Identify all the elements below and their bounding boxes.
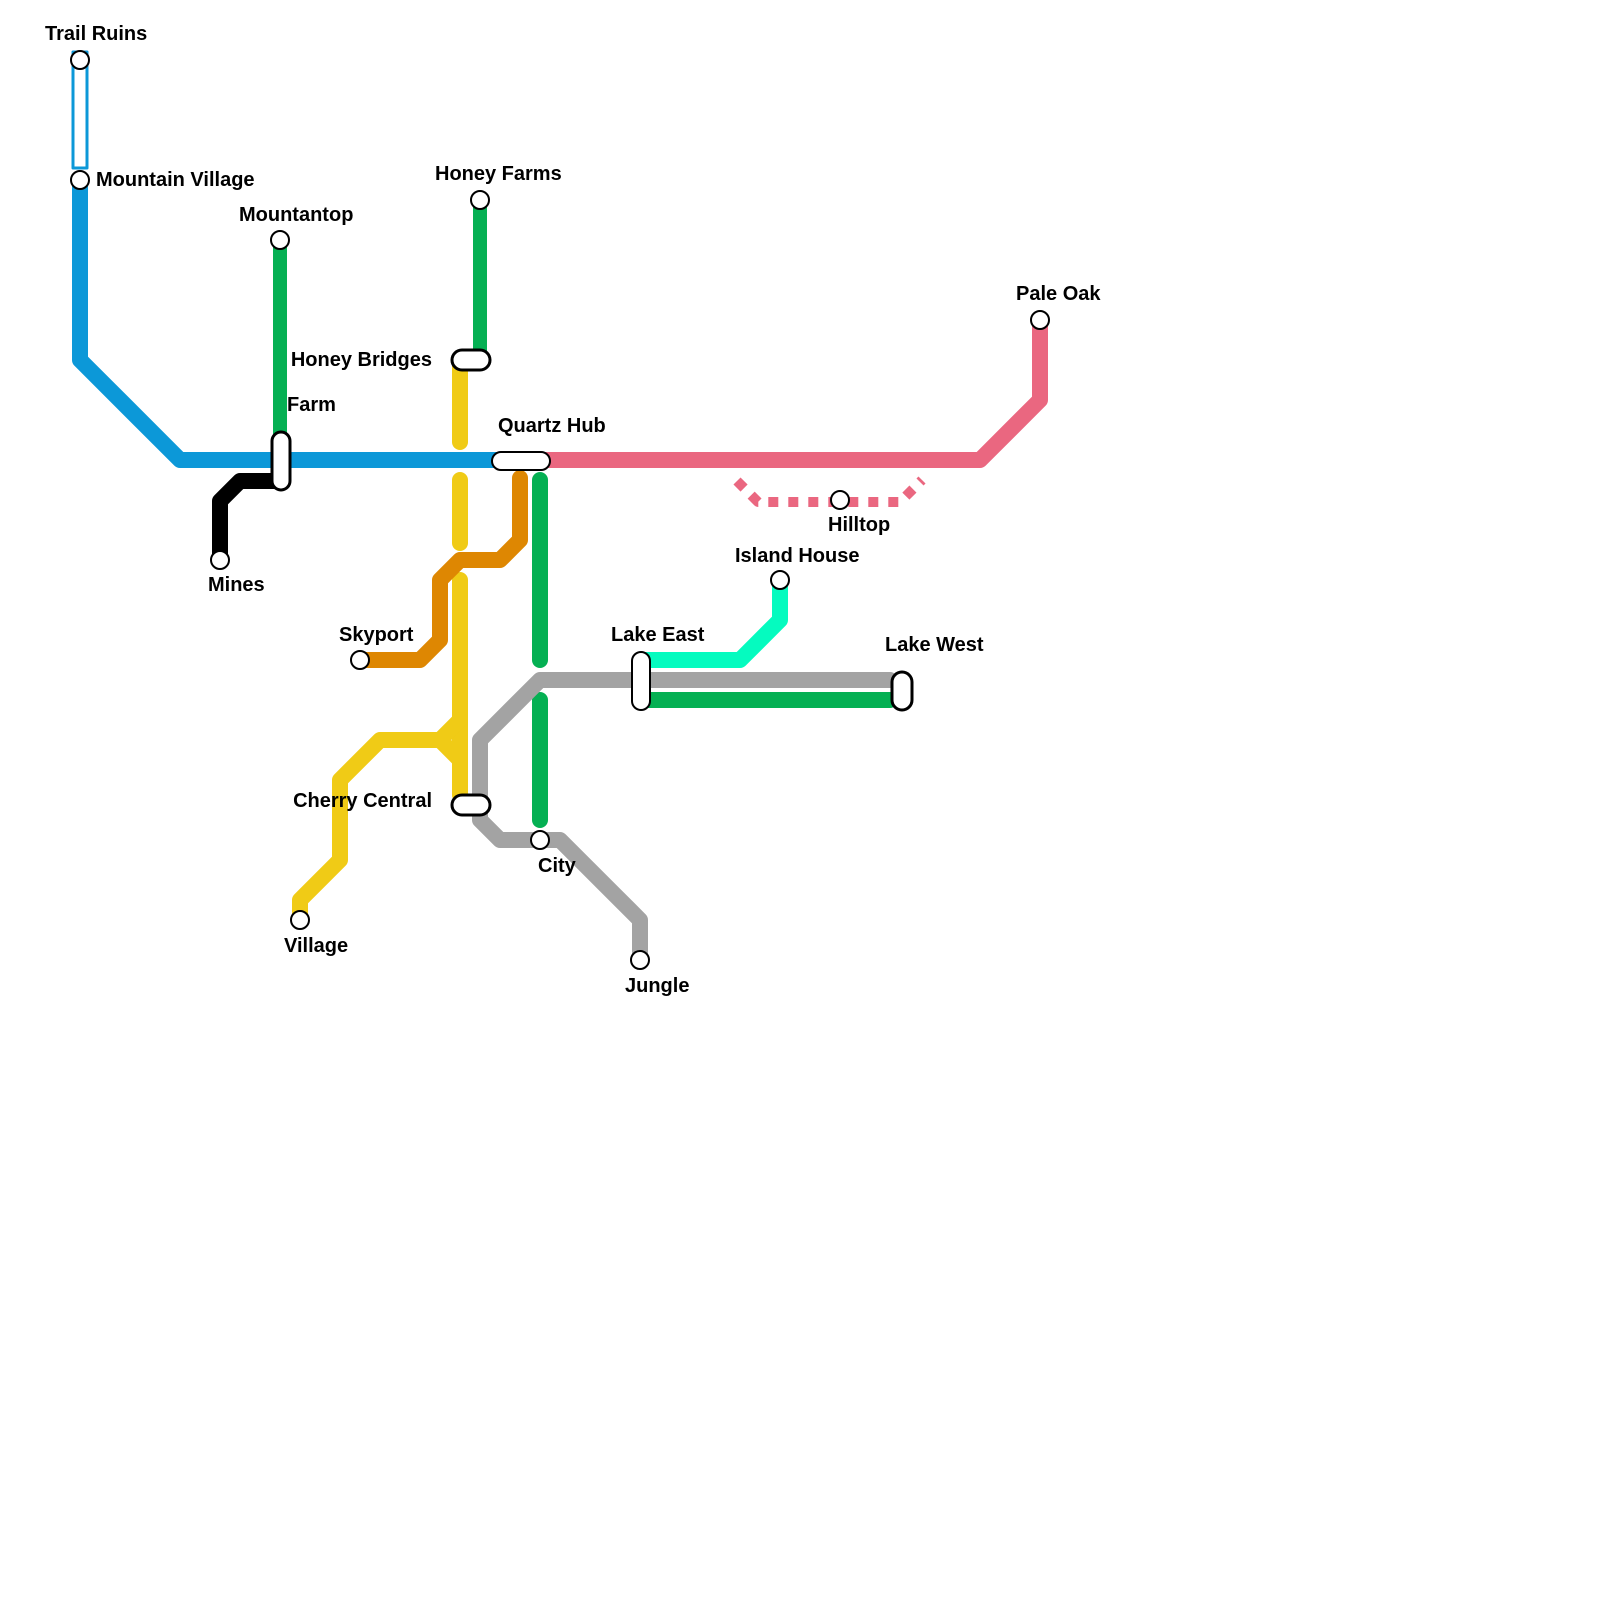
station-mountain-village[interactable] [70, 170, 90, 190]
label-farm: Farm [287, 394, 336, 416]
station-mountaintop[interactable] [270, 230, 290, 250]
label-lake-west: Lake West [885, 634, 984, 656]
label-mountain-village: Mountain Village [96, 169, 255, 191]
label-cherry-central: Cherry Central [293, 790, 432, 812]
station-lake-west[interactable] [890, 670, 914, 712]
label-quartz-hub: Quartz Hub [498, 415, 606, 437]
pink-line-hilltop-branch [733, 476, 926, 507]
grey-line [472, 672, 898, 966]
label-village: Village [284, 935, 348, 957]
label-jungle: Jungle [625, 975, 689, 997]
station-honey-bridges[interactable] [450, 348, 492, 372]
aqua-line [632, 574, 788, 668]
label-honey-bridges: Honey Bridges [291, 349, 432, 371]
station-labels: Trail Ruins Mountain Village Mountantop … [45, 23, 1101, 997]
black-line [212, 473, 288, 568]
stations [70, 50, 1050, 970]
label-skyport: Skyport [339, 624, 414, 646]
station-cherry-central[interactable] [450, 793, 492, 817]
station-village[interactable] [290, 910, 310, 930]
label-honey-farms: Honey Farms [435, 163, 562, 185]
station-honey-farms[interactable] [470, 190, 490, 210]
station-farm[interactable] [270, 430, 292, 492]
pink-line [532, 312, 1048, 468]
yellow-line-village-branch [292, 712, 468, 928]
station-lake-east[interactable] [631, 651, 651, 711]
label-mines: Mines [208, 574, 265, 596]
label-mountaintop: Mountantop [239, 204, 353, 226]
label-pale-oak: Pale Oak [1016, 283, 1101, 305]
station-jungle[interactable] [630, 950, 650, 970]
station-skyport[interactable] [350, 650, 370, 670]
station-city[interactable] [530, 830, 550, 850]
station-mines[interactable] [210, 550, 230, 570]
label-island-house: Island House [735, 545, 859, 567]
label-trail-ruins: Trail Ruins [45, 23, 147, 45]
yellow-line-junction [432, 732, 468, 768]
label-hilltop: Hilltop [828, 514, 890, 536]
station-hilltop[interactable] [830, 490, 850, 510]
orange-line [352, 470, 528, 668]
station-trail-ruins[interactable] [70, 50, 90, 70]
station-pale-oak[interactable] [1030, 310, 1050, 330]
label-city: City [538, 855, 577, 877]
label-lake-east: Lake East [611, 624, 705, 646]
station-quartz-hub[interactable] [491, 451, 551, 471]
station-island-house[interactable] [770, 570, 790, 590]
blue-line [72, 172, 508, 468]
